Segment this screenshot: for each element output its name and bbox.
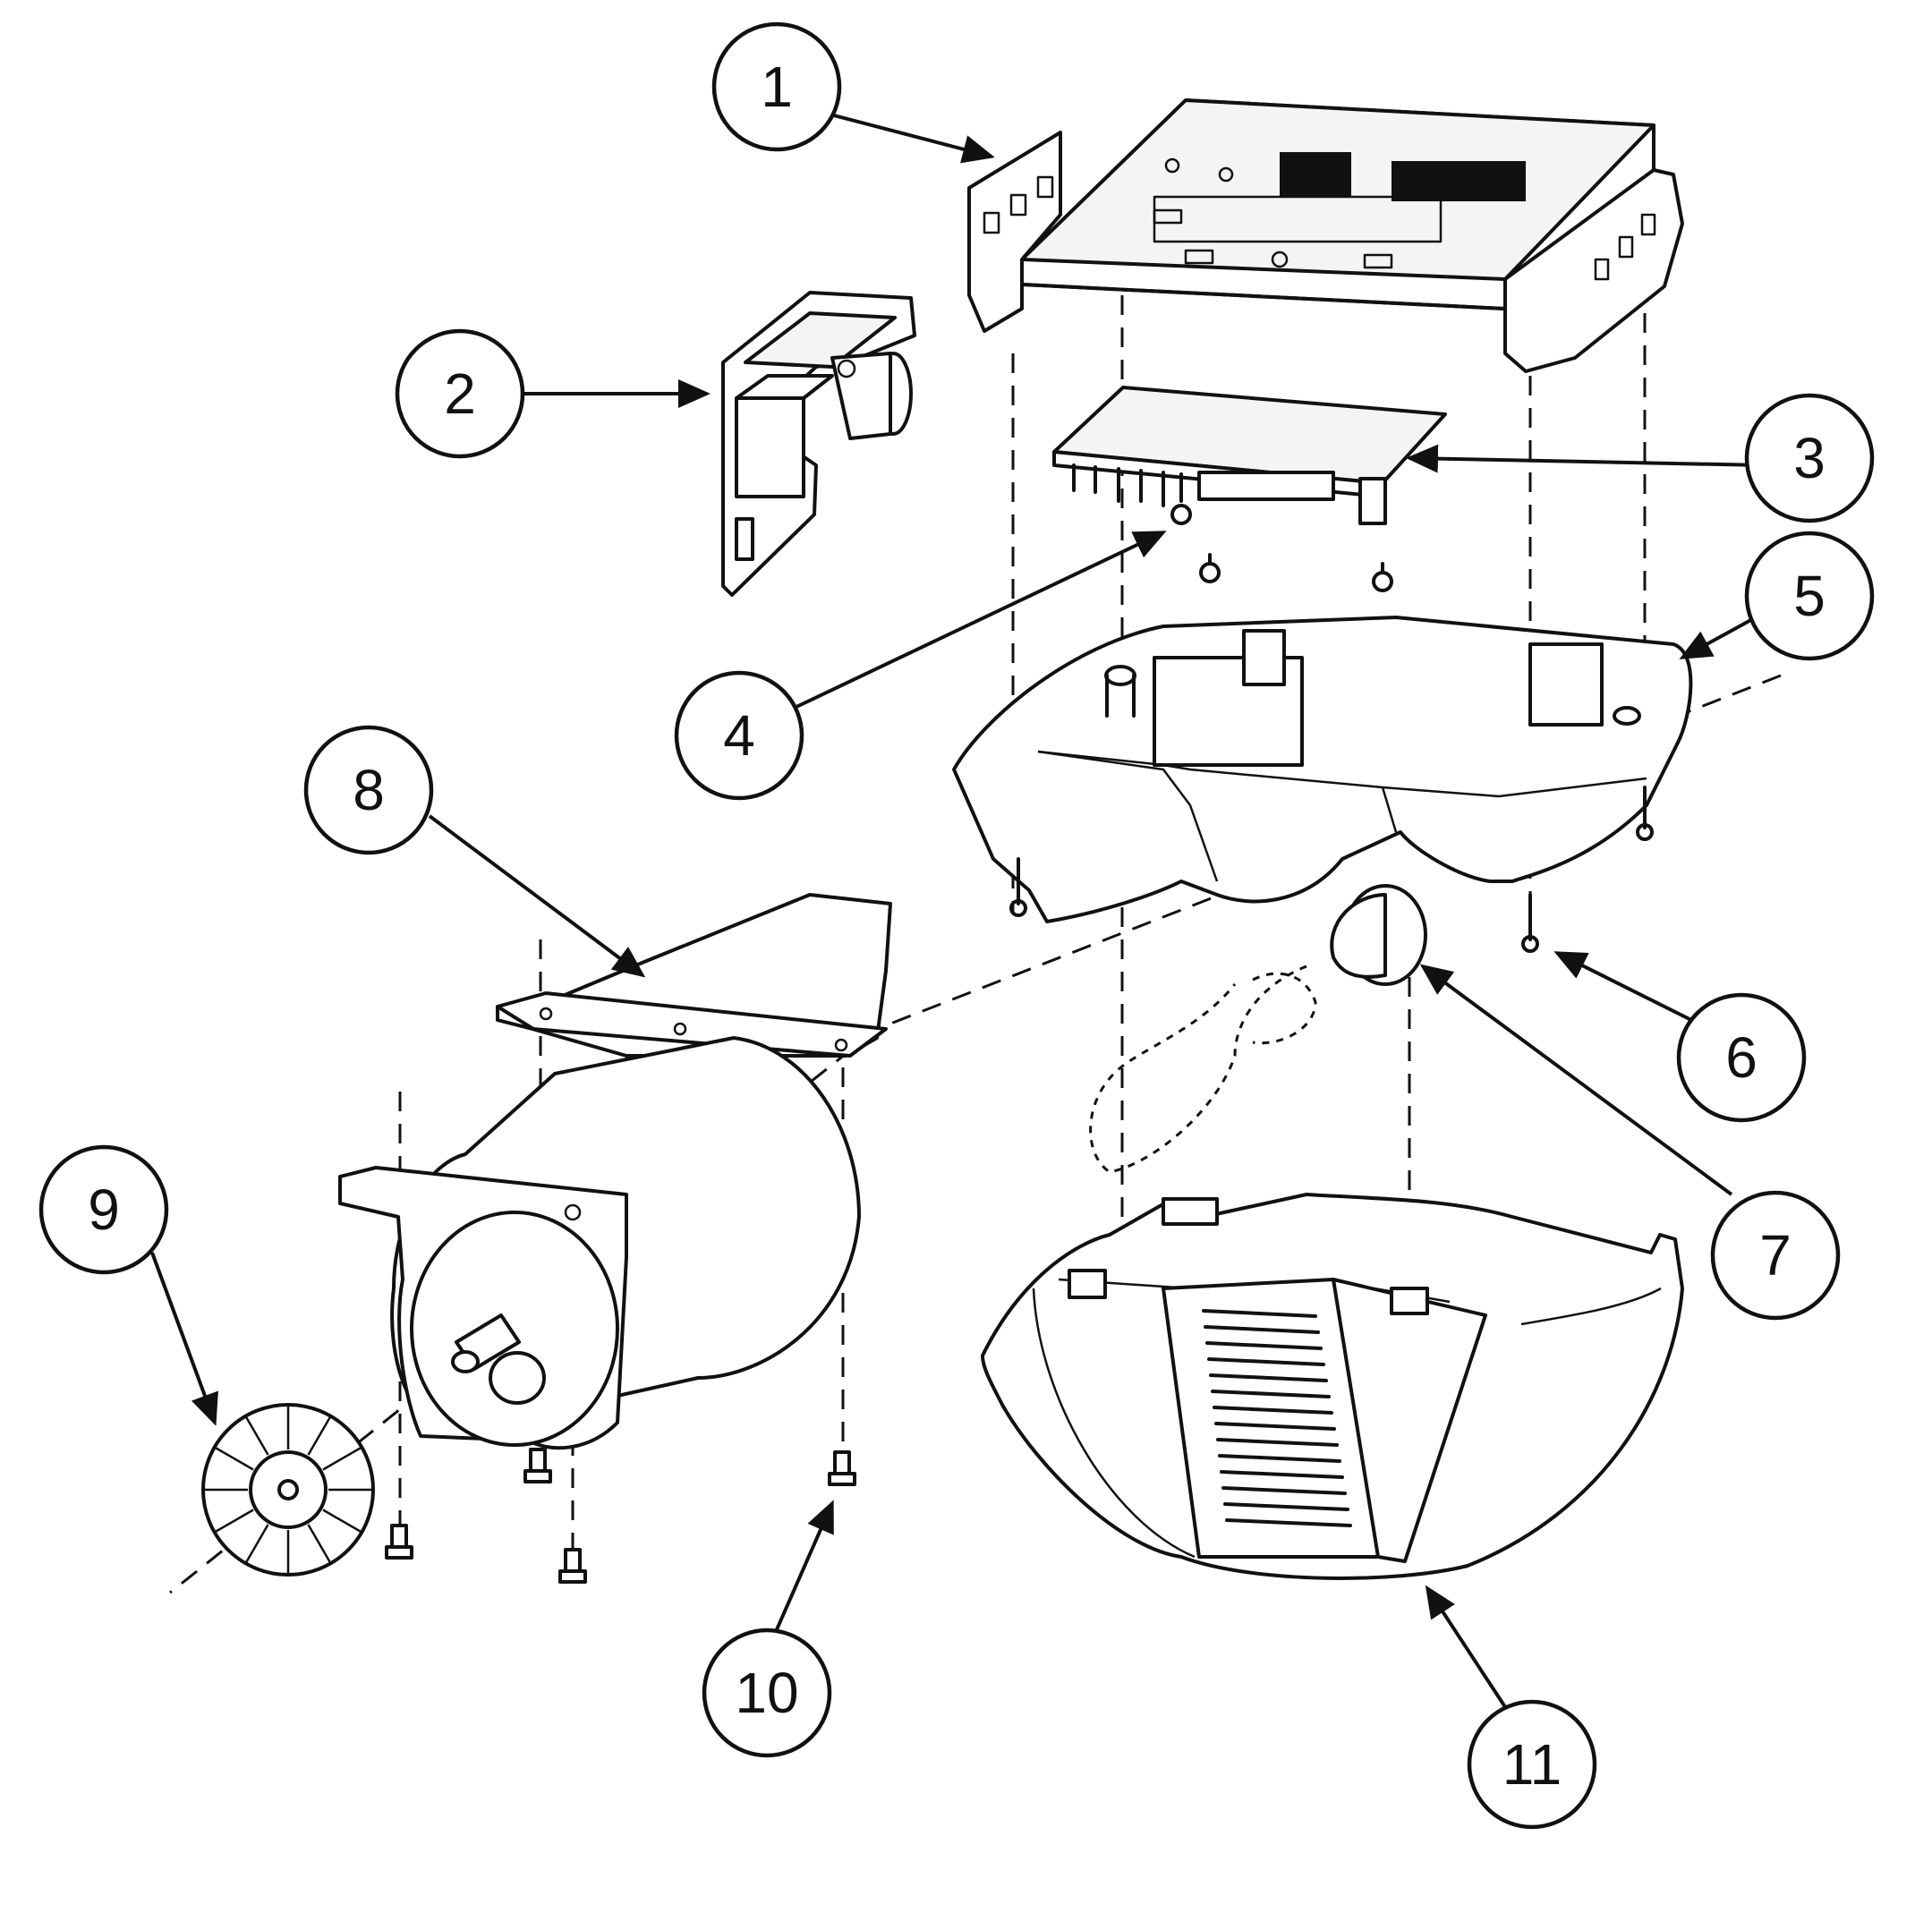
board-screws <box>1199 553 1393 592</box>
part-11-housing-cover <box>981 1193 1684 1580</box>
cover-louver <box>1223 1502 1349 1511</box>
callout-11-label: 11 <box>1502 1732 1562 1797</box>
callout-11: 11 <box>1467 1699 1597 1830</box>
cover-louver <box>1204 1325 1320 1334</box>
sprocket-tooth <box>307 1524 332 1564</box>
callout-leaders <box>150 113 1764 1720</box>
callout-6: 6 <box>1676 992 1807 1123</box>
cover-louver <box>1220 1470 1344 1479</box>
callout-2-label: 2 <box>444 361 476 426</box>
callout-5-label: 5 <box>1793 564 1826 628</box>
callout-10: 10 <box>702 1628 832 1758</box>
part-10-motor-screws <box>385 1448 856 1584</box>
part-3-circuit-board <box>1052 386 1447 525</box>
callout-7: 7 <box>1710 1190 1841 1321</box>
part-9-sprocket-wheel <box>201 1403 375 1577</box>
cover-louver <box>1207 1357 1325 1366</box>
cover-louver <box>1225 1518 1352 1527</box>
cover-louver <box>1218 1454 1341 1463</box>
callout-5: 5 <box>1744 531 1875 661</box>
callout-9-label: 9 <box>88 1177 120 1242</box>
callout-8-label: 8 <box>353 758 385 822</box>
cover-louver <box>1205 1341 1323 1350</box>
callout-4-label: 4 <box>723 703 755 768</box>
callout-9: 9 <box>38 1144 169 1275</box>
cover-louver <box>1211 1390 1331 1398</box>
part-8-motor-assembly <box>338 893 892 1450</box>
cover-louver <box>1214 1422 1336 1431</box>
callout-3-label: 3 <box>1793 426 1826 490</box>
part-7-lamp-socket <box>1089 884 1427 1174</box>
cover-louver <box>1209 1373 1328 1382</box>
cover-louver <box>1202 1309 1317 1318</box>
sprocket-tooth <box>322 1509 362 1534</box>
callout-1: 1 <box>711 21 842 152</box>
callout-2: 2 <box>395 328 525 459</box>
cover-louver <box>1221 1486 1347 1495</box>
part-5-chassis-frame <box>952 616 1693 953</box>
callout-7-label: 7 <box>1759 1223 1792 1288</box>
callout-10-label: 10 <box>735 1661 798 1725</box>
part-1-top-chassis-plate <box>967 98 1684 373</box>
callout-3: 3 <box>1744 393 1875 523</box>
cover-louver <box>1216 1438 1339 1447</box>
sprocket-tooth <box>322 1446 362 1471</box>
sprocket-tooth <box>244 1524 269 1564</box>
part-2-receiver-bracket <box>721 291 916 597</box>
sprocket-tooth <box>244 1415 269 1456</box>
callout-6-label: 6 <box>1725 1025 1758 1090</box>
sprocket-tooth <box>214 1446 254 1471</box>
callout-8: 8 <box>303 725 434 855</box>
cover-louver <box>1213 1406 1333 1415</box>
sprocket-tooth <box>214 1509 254 1534</box>
sprocket-tooth <box>307 1415 332 1456</box>
callout-4: 4 <box>674 670 804 801</box>
callout-1-label: 1 <box>761 55 793 119</box>
